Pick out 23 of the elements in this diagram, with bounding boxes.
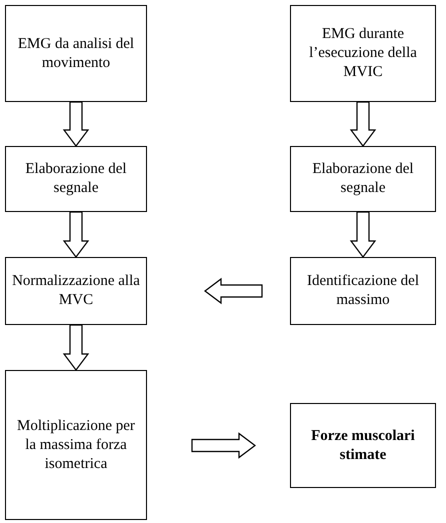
process-box	[5, 146, 147, 212]
process-box	[290, 146, 436, 212]
process-box	[290, 257, 436, 325]
hollow-arrow	[62, 324, 90, 371]
process-box	[290, 403, 436, 488]
hollow-arrow	[62, 211, 90, 258]
box-label: Elaborazione del segnale	[24, 160, 128, 198]
process-box	[5, 5, 147, 102]
box-label: Identificazione del massimo	[306, 272, 420, 310]
box-label: EMG durante l’esecuzione della MVIC	[308, 25, 418, 82]
box-label: Forze muscolari stimate	[310, 426, 416, 464]
hollow-arrow	[350, 211, 376, 258]
box-label: Normalizzazione alla MVC	[11, 272, 141, 310]
process-box	[5, 257, 147, 325]
hollow-arrow	[62, 101, 90, 147]
hollow-arrow	[204, 278, 263, 304]
hollow-arrow	[350, 101, 376, 147]
box-label: Elaborazione del segnale	[311, 160, 415, 198]
box-label: EMG da analisi del movimento	[16, 34, 136, 72]
hollow-arrow	[191, 432, 256, 459]
process-box	[290, 5, 436, 102]
box-label: Moltiplicazione per la massima forza isometrica	[16, 416, 136, 474]
process-box	[5, 370, 147, 520]
